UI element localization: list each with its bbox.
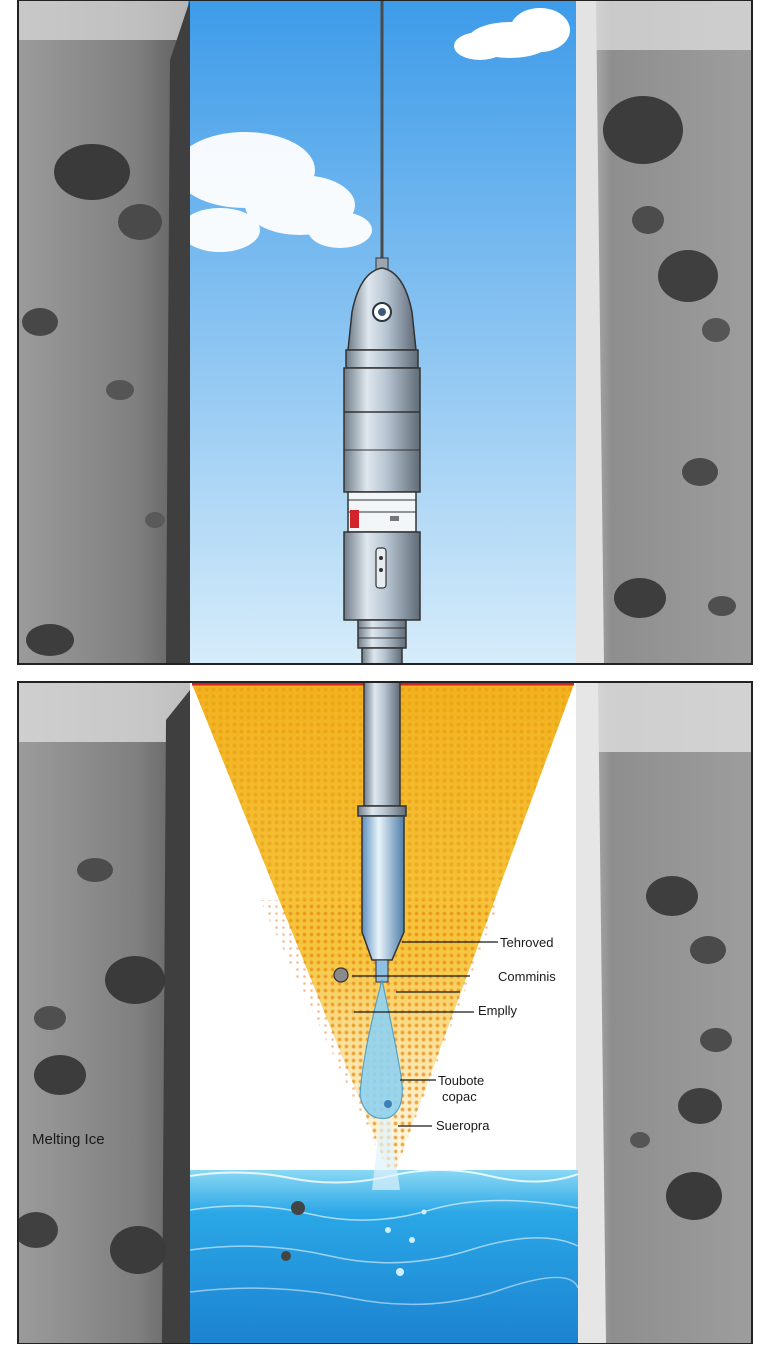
label-tehroved: Tehroved [500, 935, 553, 950]
ice-wall-left-upper [18, 0, 190, 664]
sky-cloud-right [454, 8, 570, 60]
ice-wall-right-lower [576, 682, 752, 1344]
upper-panel-frame [17, 0, 753, 665]
ice-wall-left-lower [18, 682, 190, 1344]
sky-cloud-left [175, 132, 372, 252]
label-leader-lines [352, 941, 498, 1127]
label-sueropra: Sueropra [436, 1118, 490, 1133]
label-toubote-line2: copac [442, 1089, 477, 1104]
label-toubote-line1: Toubote [438, 1073, 484, 1088]
ice-wall-right-upper [576, 0, 752, 664]
label-melting-ice: Melting Ice [32, 1131, 105, 1148]
lower-panel: Tehroved Comminis Emplly Toubote copac S… [18, 682, 752, 1344]
subsurface-water [189, 1169, 579, 1344]
upper-panel [18, 0, 752, 664]
probe-lower-body [333, 682, 407, 1190]
label-emplly: Emplly [478, 1003, 518, 1018]
probe-upper-body [343, 257, 421, 664]
label-comminis: Comminis [498, 969, 556, 984]
probe-status-light-icon [350, 510, 359, 528]
